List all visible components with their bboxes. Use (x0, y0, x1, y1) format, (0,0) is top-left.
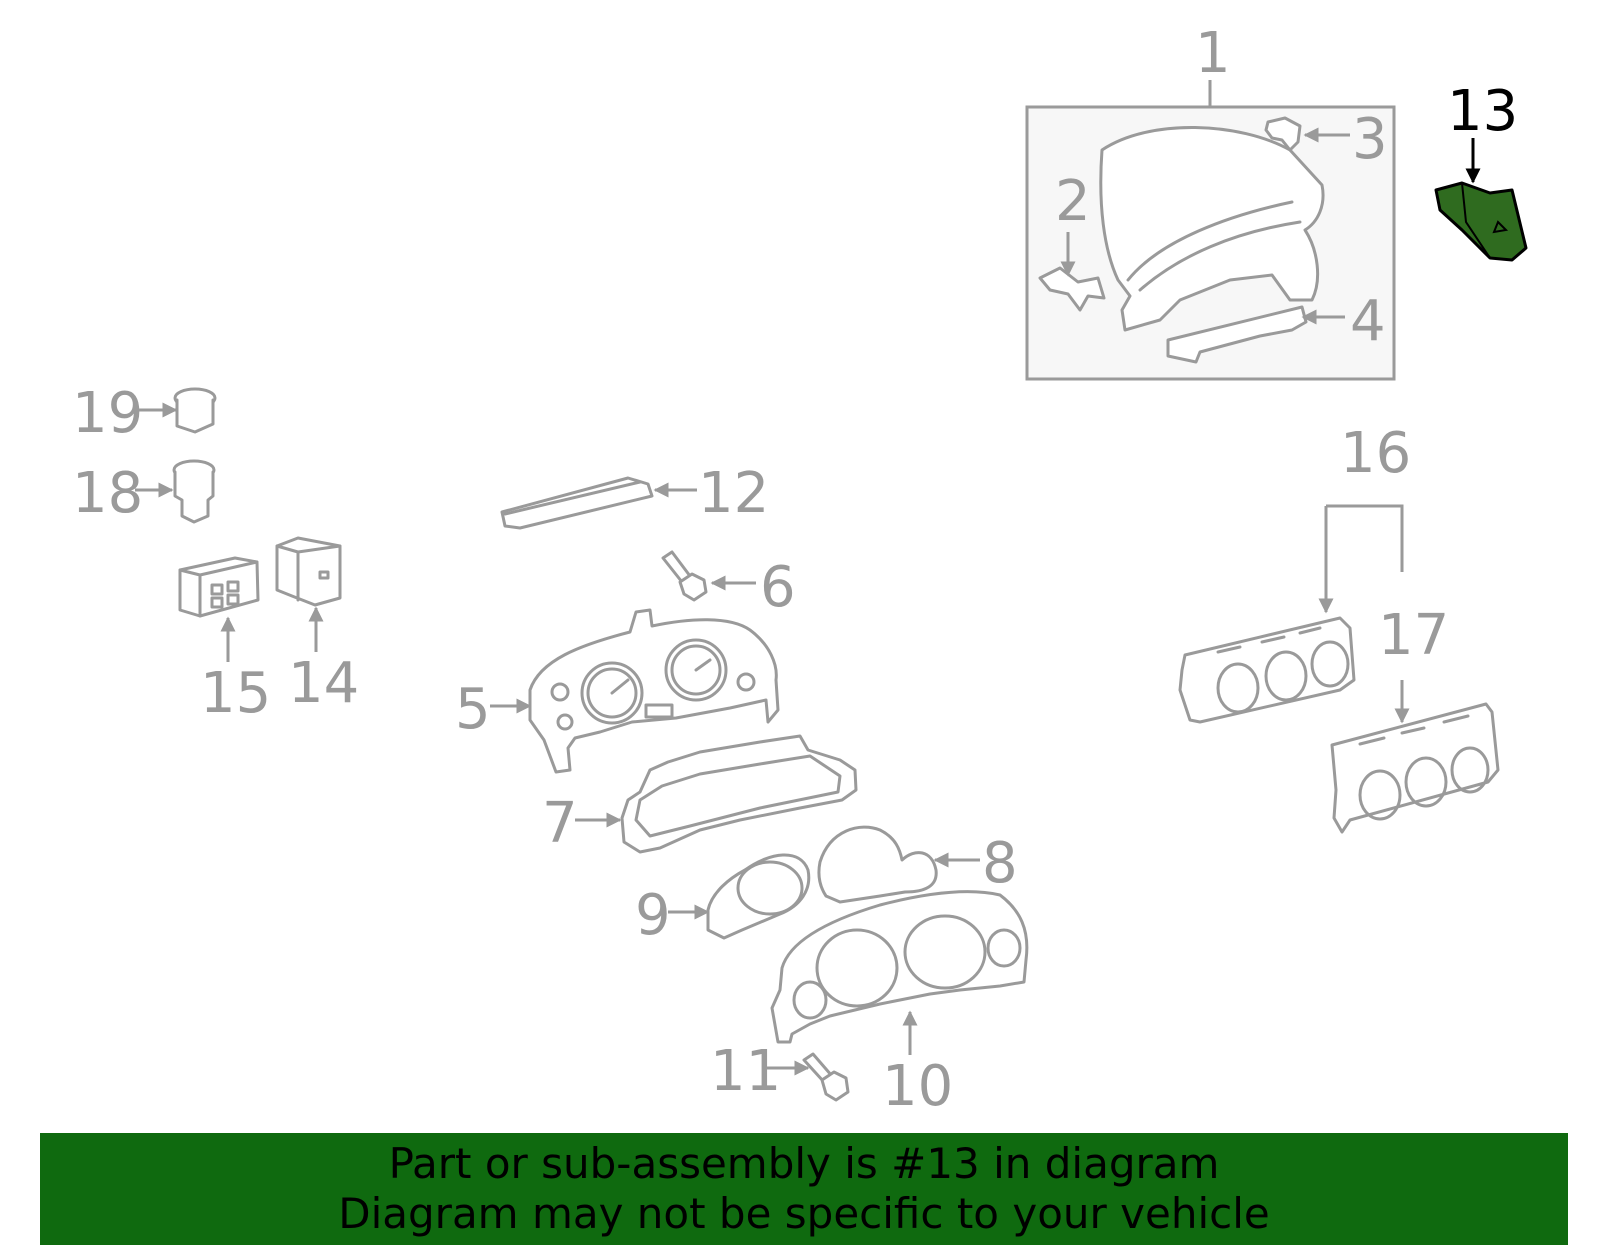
label-16: 16 (1340, 421, 1411, 486)
part-3-clip (1264, 116, 1302, 152)
label-2: 2 (1055, 169, 1091, 234)
label-18: 18 (72, 461, 143, 526)
part-17-panel (1330, 702, 1500, 834)
label-12: 12 (698, 461, 769, 526)
label-8: 8 (982, 831, 1018, 896)
banner-line-2: Diagram may not be specific to your vehi… (338, 1189, 1270, 1238)
label-1: 1 (1195, 21, 1231, 86)
label-11: 11 (710, 1039, 781, 1104)
label-19: 19 (72, 381, 143, 446)
label-5: 5 (455, 677, 491, 742)
banner-line-1: Part or sub-assembly is #13 in diagram (388, 1139, 1220, 1188)
part-16-17-climate-controls: 16 17 (1178, 421, 1500, 834)
part-15-switch-block: 15 (178, 556, 271, 726)
part-18-plug: 18 (72, 459, 216, 526)
part-5-cluster-housing: 5 (455, 608, 780, 774)
label-17: 17 (1378, 603, 1449, 668)
label-4: 4 (1350, 289, 1386, 354)
part-10-cluster-assembly: 10 (770, 890, 1029, 1119)
part-13-body (1434, 181, 1528, 262)
part-19-plug: 19 (72, 381, 217, 446)
label-10: 10 (882, 1054, 953, 1119)
part-14-switch: 14 (275, 536, 359, 716)
part-12-strip: 12 (500, 461, 769, 530)
part-8-lens: 8 (817, 825, 1018, 904)
info-banner: Part or sub-assembly is #13 in diagram D… (40, 1133, 1568, 1245)
label-9: 9 (635, 883, 671, 948)
part-7-gasket: 7 (542, 734, 858, 856)
label-3: 3 (1352, 107, 1388, 172)
part-6-screw: 6 (661, 550, 796, 620)
label-13: 13 (1447, 79, 1518, 144)
label-7: 7 (542, 791, 578, 856)
label-15: 15 (200, 661, 271, 726)
label-6: 6 (760, 555, 796, 620)
part-13-hazard-switch: 13 (1434, 79, 1528, 262)
part-1-hood-shape (1099, 126, 1325, 332)
part-1-cluster-hood-group: 1 2 3 4 (1025, 21, 1396, 381)
label-14: 14 (288, 651, 359, 716)
part-9-lens: 9 (635, 853, 811, 948)
part-11-screw: 11 (710, 1039, 850, 1104)
